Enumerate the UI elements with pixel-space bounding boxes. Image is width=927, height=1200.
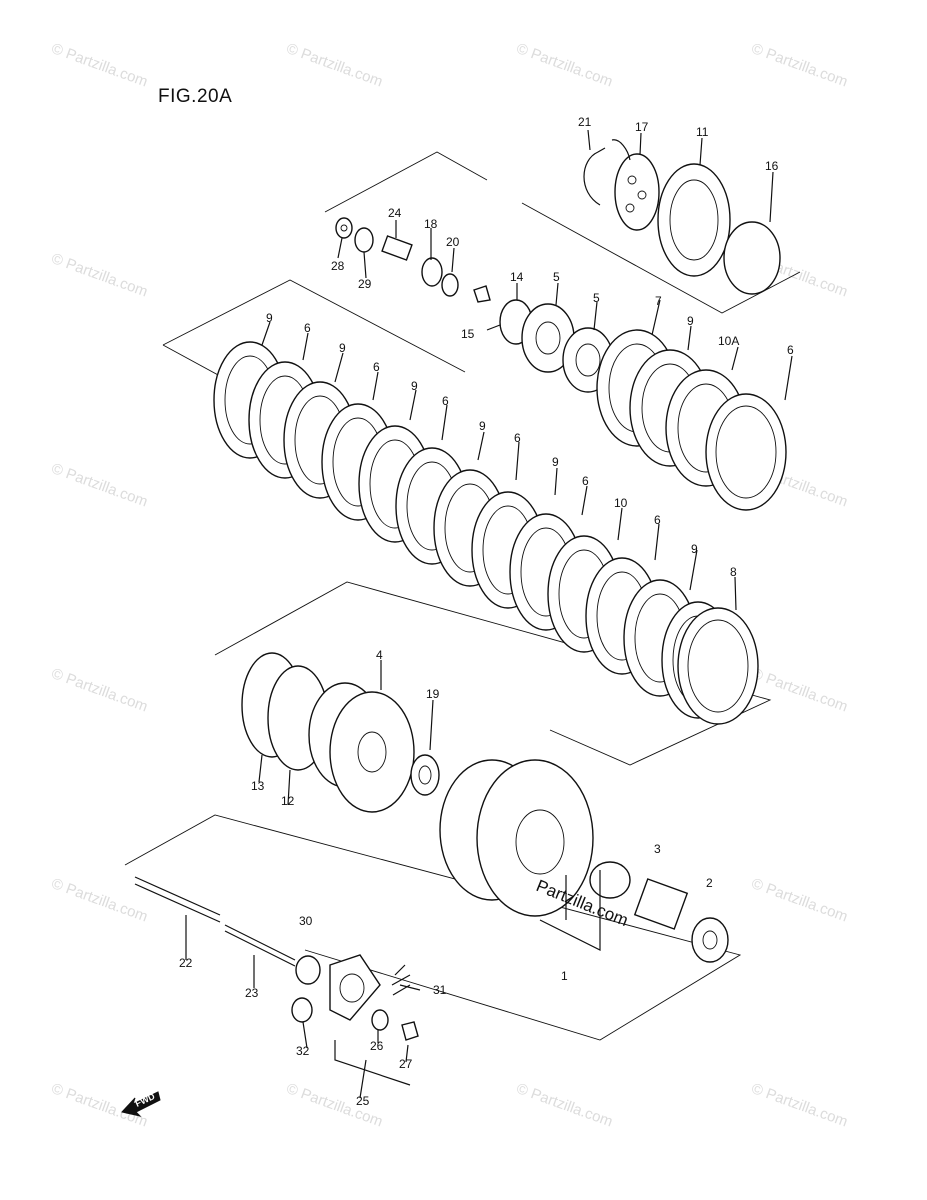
callout-2: 2 <box>706 876 713 890</box>
nut-27 <box>401 1021 419 1041</box>
callout-21: 21 <box>578 115 592 129</box>
washer-2 <box>691 917 729 963</box>
callout-6f: 6 <box>582 474 589 488</box>
nut-29 <box>354 227 374 253</box>
callout-10A: 10A <box>718 334 739 348</box>
friction-plate-6-top <box>705 393 787 511</box>
callout-6g: 6 <box>654 513 661 527</box>
leader-lines <box>185 129 793 1099</box>
callout-6a: 6 <box>787 343 794 357</box>
push-rod-23-edge <box>224 930 296 967</box>
washer-28 <box>335 217 353 239</box>
washer-5b-hole <box>575 343 601 377</box>
friction-plate-6-top-inner <box>715 405 777 499</box>
figure-title: FIG.20A <box>158 86 233 107</box>
hub-center <box>357 731 387 773</box>
callout-7: 7 <box>655 294 662 308</box>
washer-2-hole <box>702 930 718 950</box>
callout-24: 24 <box>388 206 402 220</box>
group-outline-top <box>324 151 488 213</box>
callout-30: 30 <box>299 914 313 928</box>
group-outline-shaft <box>124 814 742 1041</box>
screw-26 <box>371 1009 389 1031</box>
callout-9b: 9 <box>266 311 273 325</box>
callout-6d: 6 <box>442 394 449 408</box>
callout-23: 23 <box>245 986 259 1000</box>
spring-arm <box>611 139 631 161</box>
callout-18: 18 <box>424 217 438 231</box>
release-arm-25 <box>329 954 381 1021</box>
spacer-3 <box>589 861 631 899</box>
callout-5a: 5 <box>553 270 560 284</box>
spring-31 <box>391 964 411 996</box>
callout-10: 10 <box>614 496 628 510</box>
callout-3: 3 <box>654 842 661 856</box>
callout-6b: 6 <box>304 321 311 335</box>
washer-20 <box>441 273 459 297</box>
callout-9f: 9 <box>552 455 559 469</box>
callout-27: 27 <box>399 1057 413 1071</box>
callout-28: 28 <box>331 259 345 273</box>
washer-hole <box>340 224 348 232</box>
push-rod-22 <box>134 876 221 916</box>
pressure-plate-11 <box>657 163 731 277</box>
callout-4: 4 <box>376 648 383 662</box>
group-outline-hub <box>214 581 772 766</box>
callout-19: 19 <box>426 687 440 701</box>
snap-ring-21 <box>583 147 606 206</box>
callout-9g: 9 <box>691 542 698 556</box>
sleeve-hub-4-face <box>329 691 415 813</box>
callout-26: 26 <box>370 1039 384 1053</box>
plate-hole <box>627 175 637 185</box>
callout-31: 31 <box>433 983 447 997</box>
callout-8: 8 <box>730 565 737 579</box>
release-arm-boss <box>339 973 365 1003</box>
washer-5a-hole <box>535 321 561 355</box>
pin-24 <box>381 235 413 261</box>
callout-32: 32 <box>296 1044 310 1058</box>
callout-1: 1 <box>561 969 568 983</box>
callout-15: 15 <box>461 327 475 341</box>
plate-inner <box>687 619 749 713</box>
plate-hole <box>637 190 647 200</box>
group-outline-plates <box>162 279 466 373</box>
friction-plate-8 <box>677 607 759 725</box>
callout-25: 25 <box>356 1094 370 1108</box>
push-rod-22-edge <box>134 883 221 923</box>
callout-6c: 6 <box>373 360 380 374</box>
callout-11: 11 <box>696 125 709 139</box>
callout-16: 16 <box>765 159 779 173</box>
pressure-plate-inner <box>669 179 719 261</box>
callout-20: 20 <box>446 235 460 249</box>
nut-32 <box>291 997 313 1023</box>
callout-17: 17 <box>635 120 649 134</box>
washer-19-hole <box>418 765 432 785</box>
push-rod-23 <box>224 924 296 961</box>
clutch-housing-1 <box>476 759 594 917</box>
forward-arrow-icon: FWD <box>121 1091 161 1117</box>
callout-29: 29 <box>358 277 372 291</box>
needle-bearing-2 <box>633 878 689 930</box>
bearing-18 <box>421 257 443 287</box>
callout-9e: 9 <box>479 419 486 433</box>
washer-19 <box>410 754 440 796</box>
callout-6e: 6 <box>514 431 521 445</box>
callout-5b: 5 <box>593 291 600 305</box>
callout-22: 22 <box>179 956 193 970</box>
housing-boss <box>515 809 565 875</box>
group-outline-top-right <box>521 202 801 314</box>
gasket-16 <box>723 221 781 295</box>
plate-hole <box>625 203 635 213</box>
spring-plate-17 <box>614 153 660 231</box>
callout-9d: 9 <box>411 379 418 393</box>
callout-9a: 9 <box>687 314 694 328</box>
callout-13: 13 <box>251 779 265 793</box>
callout-12: 12 <box>281 794 295 808</box>
callout-9c: 9 <box>339 341 346 355</box>
bearing-30 <box>295 955 321 985</box>
screw-15 <box>473 285 491 303</box>
callout-14: 14 <box>510 270 524 284</box>
